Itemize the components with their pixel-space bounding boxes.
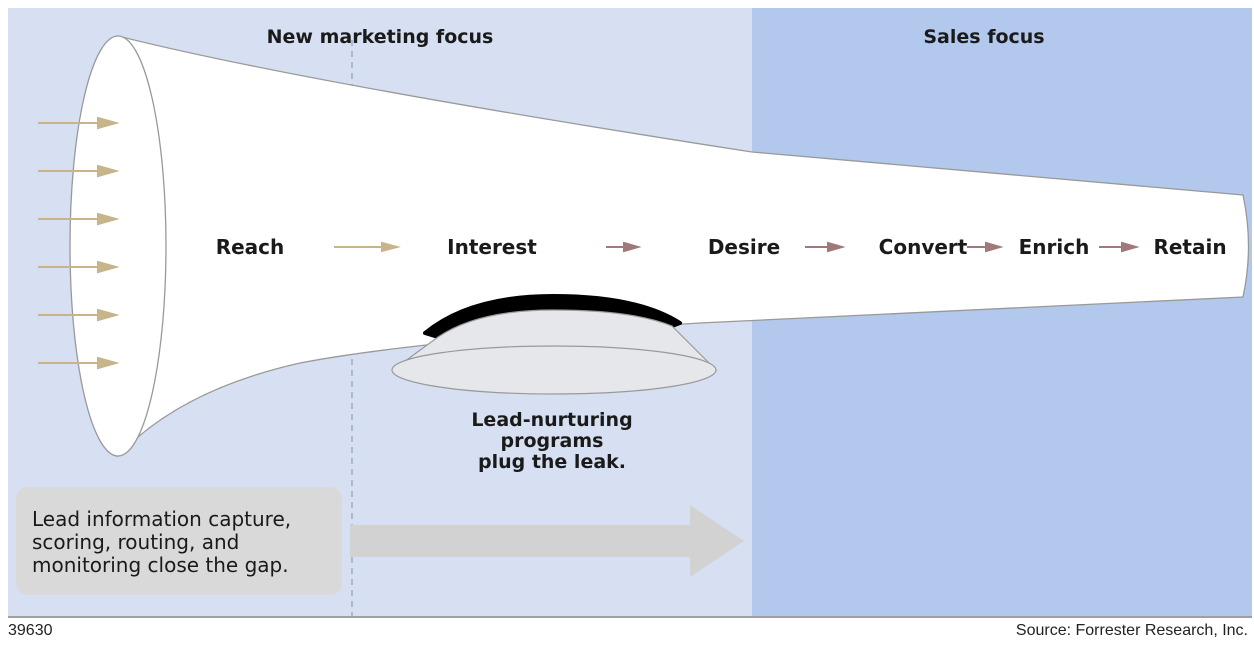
funnel-body — [117, 35, 1250, 458]
input-arrow-3-icon — [38, 212, 120, 226]
input-arrow-1-icon — [38, 116, 120, 130]
gap-block-arrow-icon — [350, 505, 744, 577]
gap-note-line-2: scoring, routing, and — [32, 530, 239, 554]
input-arrow-2-icon — [38, 164, 120, 178]
gap-note-line-1: Lead information capture, — [32, 507, 291, 531]
stage-interest: Interest — [447, 235, 537, 259]
figure-id: 39630 — [8, 622, 53, 639]
leak-plug-base — [391, 345, 717, 395]
gap-note-line-3: monitoring close the gap. — [32, 553, 289, 577]
input-arrow-5-icon — [38, 308, 120, 322]
enrich-to-retain-arrow-icon — [1099, 241, 1140, 253]
leak-caption-line-3: plug the leak. — [478, 451, 626, 473]
input-arrow-4-icon — [38, 260, 120, 274]
convert-to-enrich-arrow-icon — [967, 241, 1004, 253]
input-arrows — [38, 116, 120, 370]
stage-desire: Desire — [708, 235, 780, 259]
stage-reach: Reach — [216, 235, 285, 259]
sales-focus-title: Sales focus — [923, 26, 1044, 48]
source-credit: Source: Forrester Research, Inc. — [1015, 622, 1248, 639]
desire-to-convert-arrow-icon — [805, 241, 846, 253]
marketing-focus-title: New marketing focus — [267, 26, 494, 48]
stage-enrich: Enrich — [1019, 235, 1090, 259]
gap-note-box — [16, 487, 342, 595]
stage-arrows — [606, 241, 1140, 253]
leak-caption-line-1: Lead-nurturing — [471, 409, 632, 431]
stage-convert: Convert — [879, 235, 968, 259]
interest-to-desire-arrow-icon — [606, 241, 642, 253]
input-arrow-6-icon — [38, 356, 120, 370]
leak-caption: Lead-nurturing programs plug the leak. — [471, 409, 632, 473]
leak-caption-line-2: programs — [501, 430, 604, 452]
reach-to-interest-arrow-icon — [334, 241, 401, 253]
funnel-mouth — [69, 35, 167, 457]
stage-retain: Retain — [1153, 235, 1226, 259]
